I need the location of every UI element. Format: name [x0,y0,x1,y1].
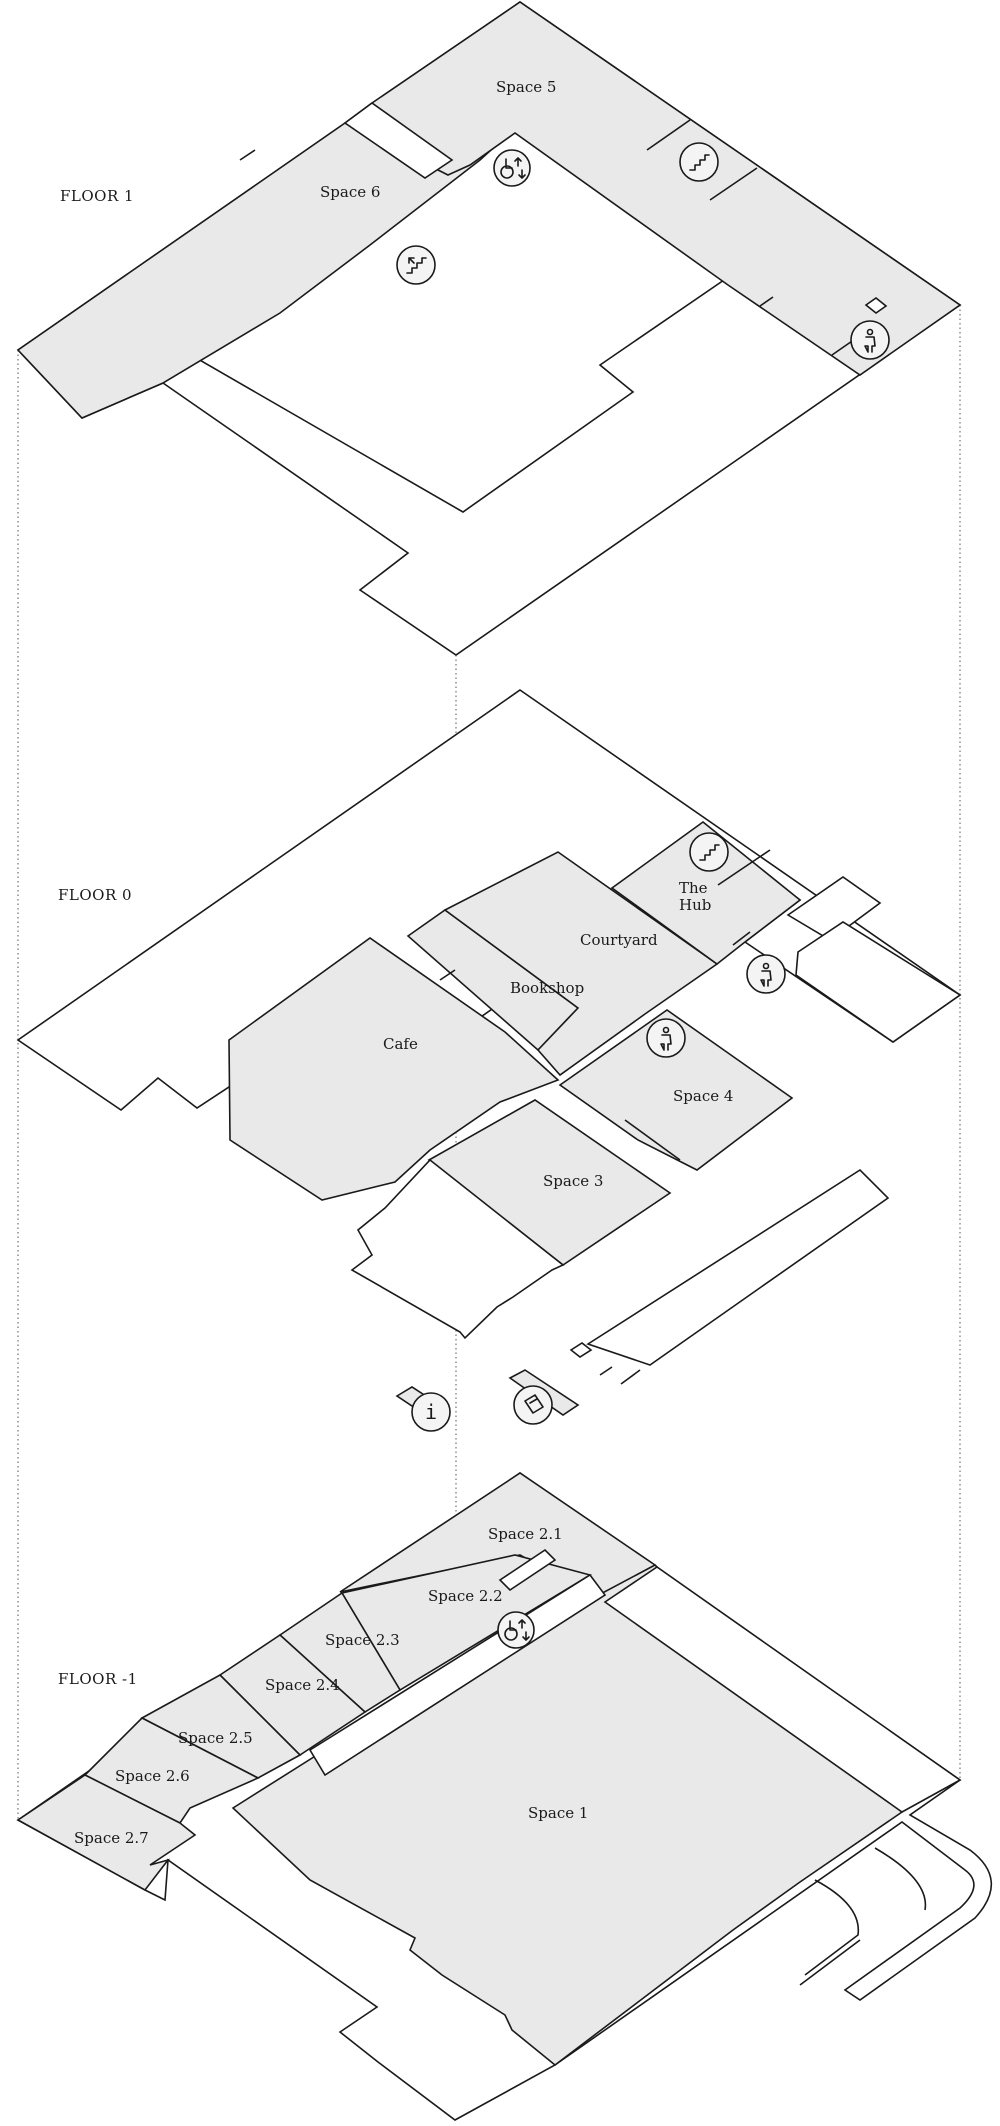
accessible-lift-icon[interactable] [497,1611,535,1649]
ramp-curve-inner [804,1879,860,1976]
space-2-7-label[interactable]: Space 2.7 [74,1829,149,1847]
ticket-icon[interactable] [513,1385,553,1425]
space-2-1-label[interactable]: Space 2.1 [488,1525,563,1543]
space-2-5-label[interactable]: Space 2.5 [178,1729,253,1747]
toilet-icon[interactable] [746,954,786,994]
stairs-icon[interactable] [679,142,719,182]
floor-0-corridor-right [786,876,882,941]
floor-0-cafe [228,937,560,1201]
space-6-label[interactable]: Space 6 [320,183,380,201]
floor-minus-1-open-area [603,1566,962,1813]
floor-0-entrance-area [350,1158,565,1340]
stairs-icon[interactable] [689,832,729,872]
courtyard-label[interactable]: Courtyard [580,931,658,949]
toilet-icon[interactable] [646,1018,686,1058]
floor-0-small-box [569,1342,593,1358]
stairs-icon[interactable] [396,245,436,285]
floor-0-right-block [795,921,962,1043]
cafe-label[interactable]: Cafe [383,1035,418,1053]
floor-0-the-hub [610,820,802,966]
floor-0: FLOOR 0 The Hub Courtyard Bookshop Cafe … [16,689,962,1432]
floor-1-label: FLOOR 1 [60,187,134,205]
floor-1: FLOOR 1 Space 5 Space 6 [16,1,962,656]
the-hub-label-line-2[interactable]: Hub [679,896,711,914]
floor-minus-1-label: FLOOR -1 [58,1670,138,1688]
space-2-6-label[interactable]: Space 2.6 [115,1767,190,1785]
floor-0-label: FLOOR 0 [58,886,132,904]
floor-minus-1-slot [498,1548,557,1592]
space-2-4-label[interactable]: Space 2.4 [265,1676,340,1694]
space-1-label[interactable]: Space 1 [528,1804,588,1822]
space-5-label[interactable]: Space 5 [496,78,556,96]
floor-0-space-4 [558,1009,794,1171]
floor-minus-1: FLOOR -1 Space 2.1 Space 2.2 Space 2.3 S… [16,1472,993,2121]
floor-1-slot [343,102,454,179]
toilet-icon[interactable] [850,320,890,360]
ramp-curve-outer [874,1847,927,1911]
bookshop-label[interactable]: Bookshop [510,979,584,997]
floor-0-courtyard [443,851,719,1077]
floor-1-small-box [864,297,888,314]
info-icon[interactable]: i [411,1392,451,1432]
space-2-2-label[interactable]: Space 2.2 [428,1587,503,1605]
space-4-label[interactable]: Space 4 [673,1087,733,1105]
accessible-lift-icon[interactable] [493,149,531,187]
the-hub-label-line-1[interactable]: The [679,879,708,897]
floor-0-corridor [586,1168,890,1366]
floor-minus-1-space-2-7 [16,1774,197,1892]
space-3-label[interactable]: Space 3 [543,1172,603,1190]
space-2-3-label[interactable]: Space 2.3 [325,1631,400,1649]
info-icon-glyph: i [425,1400,437,1424]
